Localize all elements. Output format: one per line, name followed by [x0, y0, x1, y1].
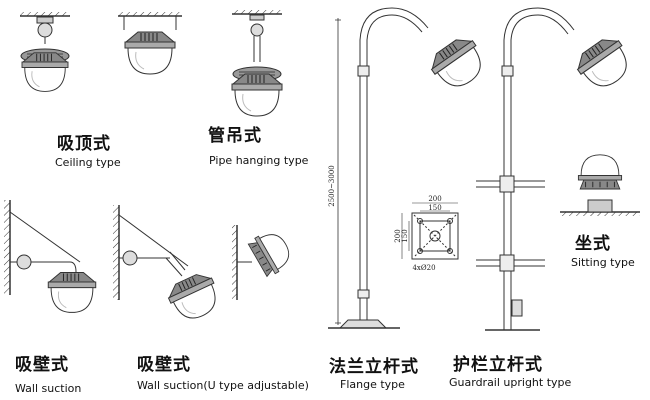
pole-height-dimension: 2500~3000	[328, 165, 336, 207]
flange-plate-detail	[401, 202, 459, 260]
ceiling-type-drawing	[20, 12, 70, 92]
bolt-holes-dimension: 4xØ20	[412, 264, 435, 272]
sitting-type-drawing	[560, 154, 640, 216]
sitting-type-cn-label: 坐式	[575, 234, 611, 254]
flange-type-cn-label: 法兰立杆式	[329, 357, 419, 377]
guardrail-type-cn-label: 护栏立杆式	[453, 355, 543, 375]
pipe-hanging-drawing	[231, 10, 283, 117]
wall-suction-u-en-label: Wall suction(U type adjustable)	[137, 379, 309, 392]
flange-outer-width-dimension: 200	[428, 195, 441, 203]
ceiling-type-cn-label: 吸顶式	[57, 134, 111, 154]
flange-pole-drawing	[328, 7, 492, 329]
flange-inner-width-dimension: 150	[428, 204, 441, 212]
side-wall-lamp-drawing	[232, 225, 297, 300]
wall-suction-u-drawing	[113, 205, 225, 327]
wall-suction-u-cn-label: 吸壁式	[137, 355, 191, 375]
flange-inner-height-dimension: 150	[401, 229, 409, 242]
sitting-type-en-label: Sitting type	[571, 256, 635, 269]
flange-type-en-label: Flange type	[340, 378, 405, 391]
wall-suction-en-label: Wall suction	[15, 382, 82, 395]
guardrail-pole-drawing	[476, 7, 638, 331]
pipe-hanging-cn-label: 管吊式	[208, 126, 262, 146]
guardrail-type-en-label: Guardrail upright type	[449, 376, 572, 389]
pipe-hanging-en-label: Pipe hanging type	[209, 154, 309, 167]
flange-outer-height-dimension: 200	[394, 229, 402, 242]
ceiling-type-en-label: Ceiling type	[55, 156, 121, 169]
wall-suction-cn-label: 吸壁式	[15, 355, 69, 375]
ceiling-mount-drawing	[118, 12, 182, 75]
wall-suction-drawing	[4, 200, 97, 313]
